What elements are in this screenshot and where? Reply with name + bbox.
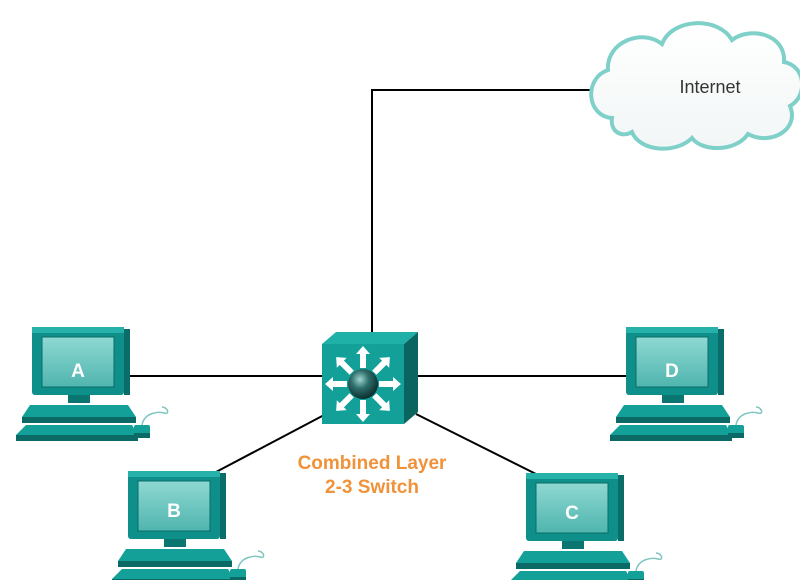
- switch-core-icon: [348, 369, 378, 399]
- layer3-switch[interactable]: [322, 332, 418, 424]
- host-b[interactable]: B: [111, 470, 265, 585]
- pc-icon: [609, 326, 763, 442]
- internet-cloud: Internet: [589, 21, 800, 151]
- cloud-label: Internet: [679, 77, 740, 97]
- host-b-label: B: [167, 501, 181, 522]
- host-d[interactable]: D: [609, 326, 763, 442]
- cloud-icon: [589, 21, 800, 151]
- switch-label: Combined Layer 2-3 Switch: [298, 453, 447, 498]
- host-c[interactable]: C: [509, 472, 663, 585]
- host-a[interactable]: A: [15, 326, 169, 442]
- switch-label-line2: 2-3 Switch: [325, 477, 419, 498]
- pc-icon: [111, 470, 265, 585]
- switch-arrows-icon: [325, 346, 401, 422]
- pc-icon: [15, 326, 169, 442]
- links: [130, 89, 628, 477]
- switch-label-line1: Combined Layer: [298, 453, 447, 474]
- host-d-label: D: [665, 361, 679, 382]
- link-switch-internet: [371, 89, 592, 333]
- host-a-label: A: [71, 361, 85, 382]
- link-switch-b: [215, 413, 327, 473]
- host-c-label: C: [565, 503, 579, 524]
- pc-icon: [509, 472, 663, 585]
- link-switch-c: [415, 413, 541, 477]
